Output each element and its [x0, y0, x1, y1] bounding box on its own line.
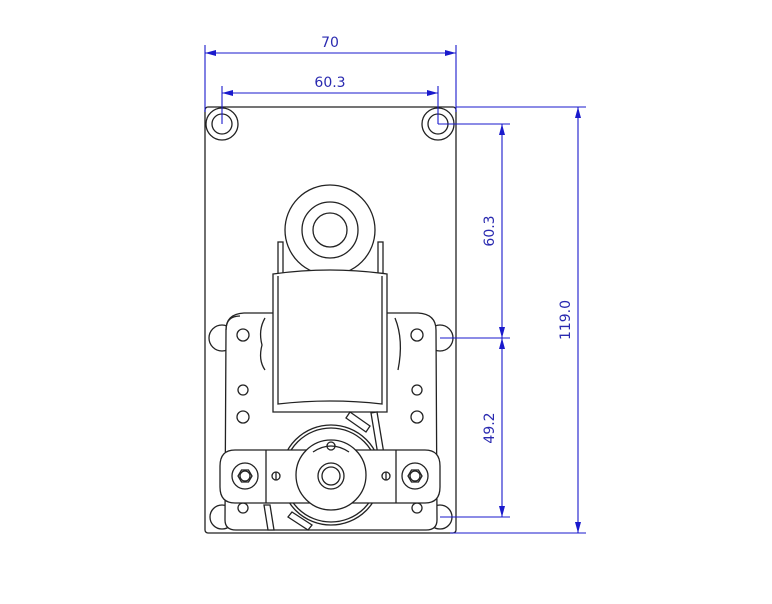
nut-right	[401, 462, 429, 490]
dimension-hole-spacing-horizontal: 60.3	[221, 75, 439, 124]
dimension-vertical-lower: 49.2	[440, 338, 510, 518]
dimension-label-60-3-vertical: 60.3	[482, 215, 498, 246]
dimension-label-60-3: 60.3	[314, 75, 345, 91]
dimension-vertical-upper: 60.3	[438, 123, 510, 339]
dimension-overall-height: 119.0	[450, 106, 586, 534]
motor-coil	[272, 269, 388, 413]
dimension-label-119-0: 119.0	[558, 300, 574, 340]
motor-bearing	[277, 184, 384, 276]
dimension-label-49-2: 49.2	[482, 412, 498, 443]
output-hub	[219, 411, 441, 531]
dimension-label-70: 70	[321, 35, 339, 51]
dimension-overall-width: 70	[204, 35, 457, 112]
nut-left	[231, 462, 259, 490]
